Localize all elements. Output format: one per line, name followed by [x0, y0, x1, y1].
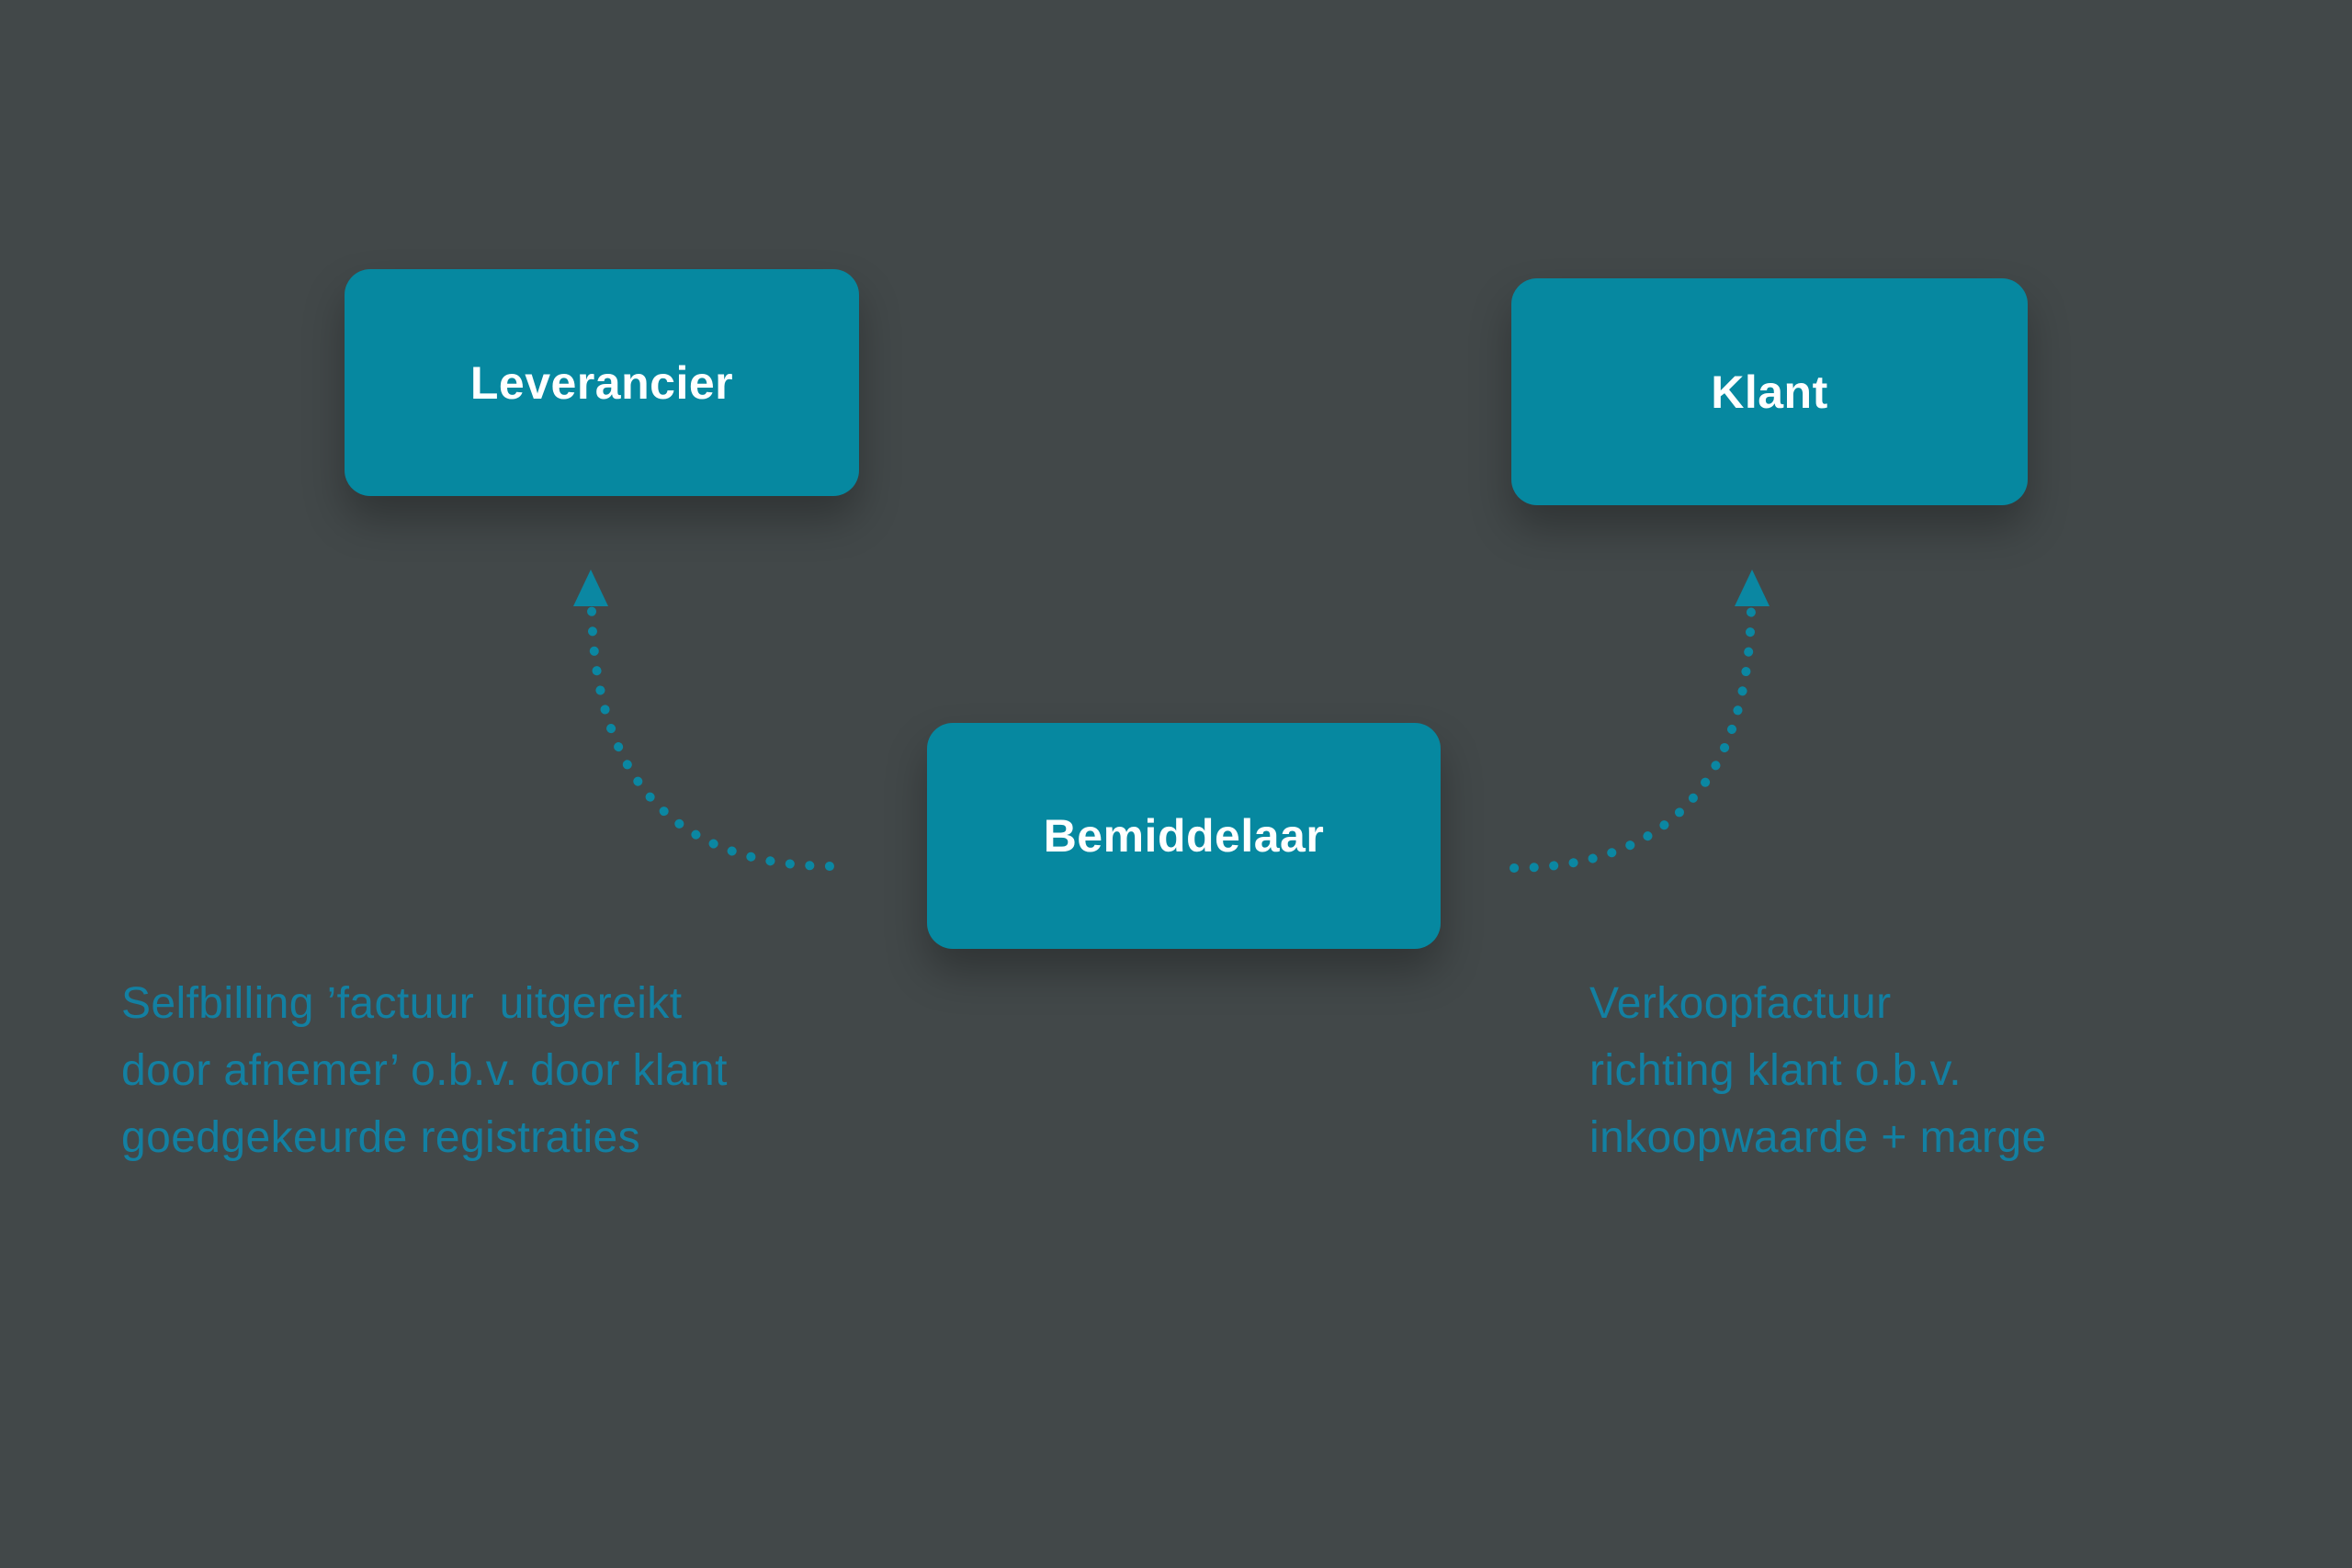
arrowhead-up-icon — [573, 570, 608, 606]
dotted-arrow-bemiddelaar-to-leverancier — [573, 570, 834, 871]
annotation-selfbilling-line1: Selfbilling ’factuur uitgereikt — [121, 979, 683, 1028]
annotation-verkoopfactuur-line3: inkoopwaarde + marge — [1589, 1113, 2047, 1162]
node-leverancier: Leverancier — [345, 269, 859, 496]
node-bemiddelaar: Bemiddelaar — [927, 723, 1441, 949]
annotation-verkoopfactuur-line1: Verkoopfactuur — [1589, 979, 1892, 1028]
node-leverancier-label: Leverancier — [469, 356, 734, 409]
annotation-verkoopfactuur: Verkoopfactuur richting klant o.b.v. ink… — [1589, 970, 2047, 1171]
annotation-selfbilling: Selfbilling ’factuur uitgereikt door afn… — [121, 970, 728, 1171]
node-klant-label: Klant — [1711, 366, 1828, 418]
dotted-arrow-bemiddelaar-to-klant — [1510, 570, 1770, 873]
dotted-curve-left — [587, 605, 834, 871]
dotted-curve-right — [1510, 605, 1756, 873]
node-klant: Klant — [1511, 278, 2028, 505]
annotation-selfbilling-line3: goedgekeurde registraties — [121, 1113, 641, 1162]
annotation-selfbilling-line2: door afnemer’ o.b.v. door klant — [121, 1046, 728, 1095]
arrowhead-up-icon — [1735, 570, 1770, 606]
node-bemiddelaar-label: Bemiddelaar — [1043, 810, 1325, 862]
annotation-verkoopfactuur-line2: richting klant o.b.v. — [1589, 1046, 1962, 1095]
